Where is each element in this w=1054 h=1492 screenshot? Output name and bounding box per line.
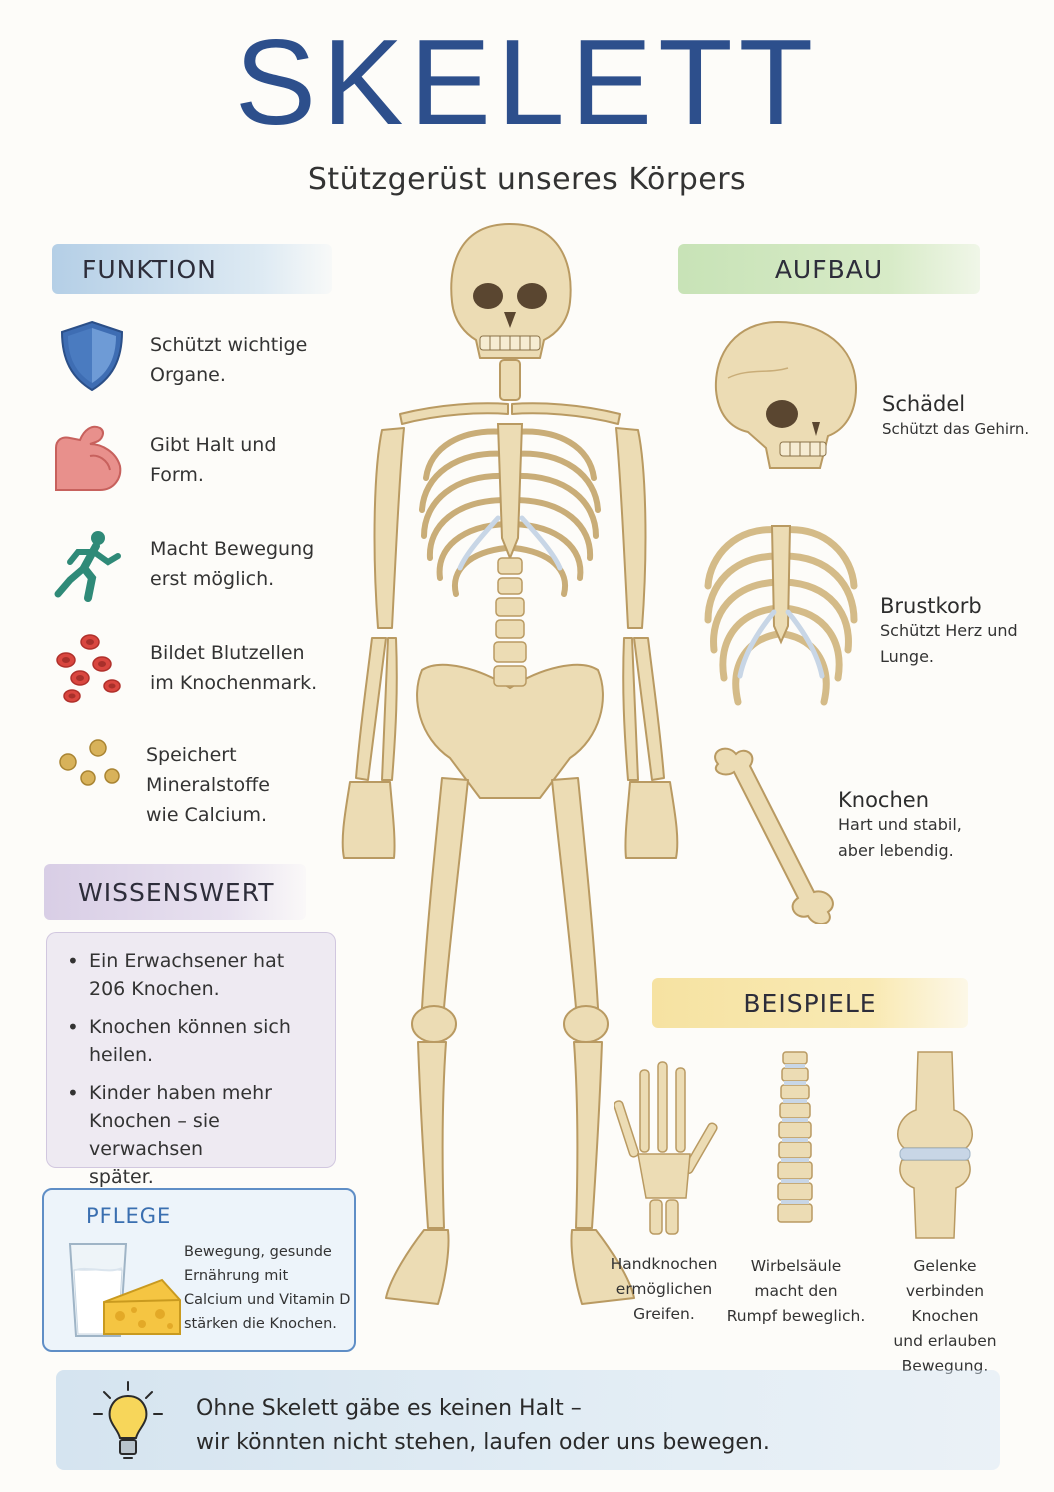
caption-line: ermöglichen: [615, 1280, 713, 1298]
bottom-banner: Ohne Skelett gäbe es keinen Halt – wir k…: [56, 1370, 1000, 1470]
arm-muscle-icon: [55, 425, 122, 491]
caption-line: Rumpf beweglich.: [726, 1307, 866, 1325]
part-description: Schützt das Gehirn.: [882, 420, 1030, 438]
funktion-text-line: Gibt Halt und: [150, 434, 277, 456]
aufbau-heading: AUFBAU: [678, 244, 980, 294]
funktion-text-line: Macht Bewegung: [150, 538, 315, 560]
ribcage-icon: [704, 525, 858, 706]
caption-line: macht den: [754, 1282, 838, 1300]
caption-line: und erlauben: [893, 1332, 997, 1350]
list-item: Macht Bewegung erst möglich.: [50, 522, 350, 602]
cheese-icon: [103, 1278, 181, 1335]
wissenswert-text-line: Ein Erwachsener hat: [89, 950, 285, 972]
funktion-heading: FUNKTION: [52, 244, 332, 294]
part-name: Knochen: [838, 788, 930, 812]
lightbulb-icon: [93, 1381, 163, 1459]
part-description: Lunge.: [880, 647, 934, 666]
caption-line: Greifen.: [633, 1305, 695, 1323]
pflege-text: Bewegung, gesunde Ernährung mit Calcium …: [184, 1240, 354, 1336]
wissenswert-text-line: Kinder haben mehr: [89, 1082, 272, 1104]
wissenswert-text-line: Knochen können sich: [89, 1016, 291, 1038]
shield-icon: [60, 320, 124, 392]
pflege-text-line: stärken die Knochen.: [184, 1316, 337, 1332]
page-subtitle: Stützgerüst unseres Körpers: [307, 162, 747, 197]
pflege-heading: PFLEGE: [86, 1204, 172, 1228]
skull-icon: [714, 320, 858, 469]
funktion-text-line: Bildet Blutzellen: [150, 642, 305, 664]
bottom-message-line: wir könnten nicht stehen, laufen oder un…: [196, 1430, 770, 1455]
list-item: Schützt wichtige Organe.: [50, 314, 350, 394]
beispiel-caption-hand: Handknochen ermöglichen Greifen.: [602, 1252, 726, 1327]
wissenswert-heading: WISSENSWERT: [44, 864, 306, 920]
beispiele-heading: BEISPIELE: [652, 978, 968, 1028]
caption-line: verbinden Knochen: [905, 1282, 985, 1325]
running-person-icon: [54, 531, 121, 602]
funktion-text-line: im Knochenmark.: [150, 672, 318, 694]
caption-line: Wirbelsäule: [750, 1257, 842, 1275]
funktion-text-line: wie Calcium.: [146, 804, 268, 826]
hand-bones-icon: [614, 1061, 718, 1235]
minerals-icon: [59, 739, 120, 786]
aufbau-part-skull: Schädel Schützt das Gehirn.: [882, 392, 1029, 442]
part-description: Schützt Herz und: [880, 621, 1018, 640]
funktion-text-line: Speichert Mineralstoffe: [146, 744, 270, 796]
wissenswert-box: Ein Erwachsener hat 206 Knochen. Knochen…: [46, 932, 336, 1188]
funktion-text-line: erst möglich.: [150, 568, 275, 590]
pflege-box: PFLEGE Bewegung, gesunde Ernährung mit C…: [42, 1188, 356, 1352]
skeleton-illustration: [341, 223, 679, 1305]
page-title: SKELETT: [234, 14, 820, 150]
list-item: Kinder haben mehr Knochen – sie verwachs…: [67, 1079, 321, 1191]
beispiel-caption-joint: Gelenke verbinden Knochen und erlauben B…: [872, 1254, 1018, 1379]
wissenswert-list: Ein Erwachsener hat 206 Knochen. Knochen…: [67, 947, 321, 1191]
list-item: Speichert Mineralstoffe wie Calcium.: [50, 728, 350, 826]
funktion-list: Schützt wichtige Organe. Gibt Halt und F…: [50, 314, 350, 826]
part-description: Hart und stabil,: [838, 815, 962, 834]
funktion-text-line: Form.: [150, 464, 204, 486]
bone-icon: [714, 747, 834, 924]
part-name: Schädel: [882, 392, 966, 416]
wissenswert-text-line: heilen.: [89, 1044, 154, 1066]
list-item: Gibt Halt und Form.: [50, 418, 350, 498]
funktion-text-line: Organe.: [150, 364, 226, 386]
bottom-message: Ohne Skelett gäbe es keinen Halt – wir k…: [196, 1392, 770, 1460]
wissenswert-text-line: später.: [89, 1166, 154, 1188]
wissenswert-text-line: 206 Knochen.: [89, 978, 220, 1000]
beispiel-caption-spine: Wirbelsäule macht den Rumpf beweglich.: [726, 1254, 866, 1329]
pflege-text-line: Bewegung, gesunde: [184, 1244, 332, 1260]
list-item: Ein Erwachsener hat 206 Knochen.: [67, 947, 321, 1003]
spine-icon: [777, 1051, 813, 1223]
part-description: aber lebendig.: [838, 841, 954, 860]
aufbau-part-ribcage: Brustkorb Schützt Herz und Lunge.: [880, 594, 1018, 670]
part-name: Brustkorb: [880, 594, 982, 618]
pflege-text-line: Ernährung mit: [184, 1268, 289, 1284]
blood-cells-icon: [56, 634, 121, 703]
pflege-text-line: Calcium und Vitamin D: [184, 1292, 351, 1308]
funktion-text-line: Schützt wichtige: [150, 334, 308, 356]
list-item: Bildet Blutzellen im Knochenmark.: [50, 626, 350, 706]
caption-line: Handknochen: [610, 1255, 718, 1273]
caption-line: Gelenke: [913, 1257, 977, 1275]
knee-joint-icon: [897, 1051, 973, 1239]
list-item: Knochen können sich heilen.: [67, 1013, 321, 1069]
bottom-message-line: Ohne Skelett gäbe es keinen Halt –: [196, 1396, 582, 1421]
wissenswert-text-line: Knochen – sie verwachsen: [89, 1110, 220, 1160]
aufbau-part-bone: Knochen Hart und stabil, aber lebendig.: [838, 788, 962, 864]
